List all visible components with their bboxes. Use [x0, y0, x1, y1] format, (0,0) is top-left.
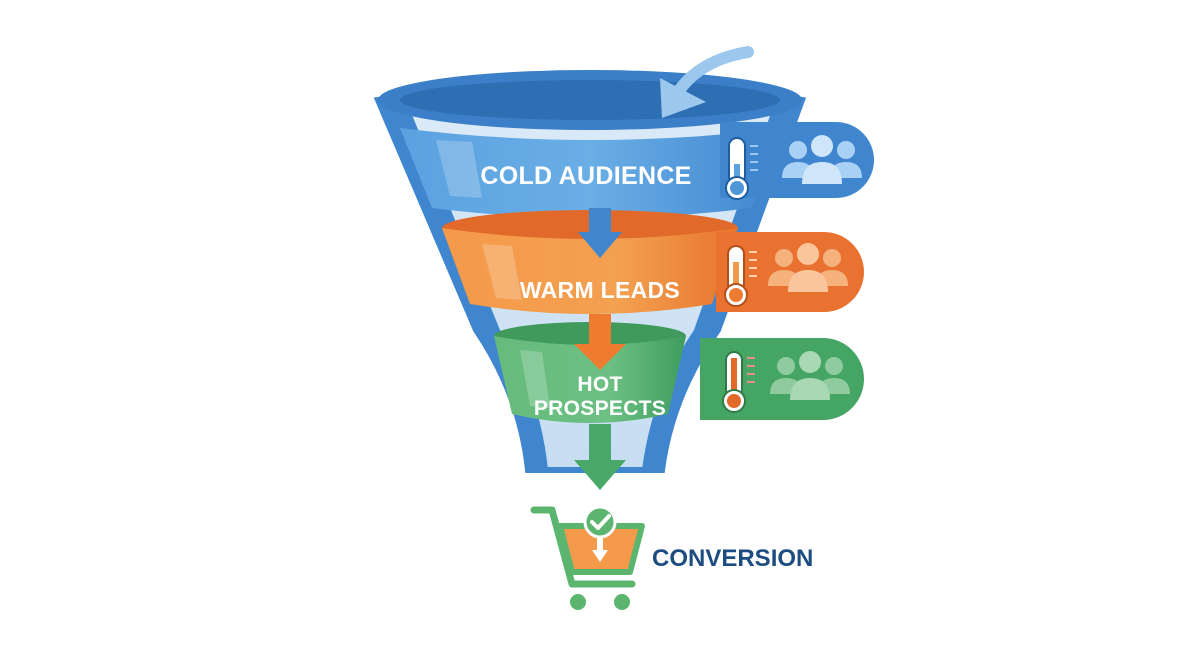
thermometer-warm-icon [724, 245, 757, 307]
shopping-cart-check-icon [530, 505, 645, 610]
flow-arrow-warm-hot [574, 314, 626, 370]
entry-arrow-head [660, 78, 706, 118]
stage-label-hot-line1: HOT [577, 373, 622, 396]
audience-icon-hot [770, 351, 850, 400]
audience-icon-warm [768, 243, 848, 292]
stage-label-warm: WARM LEADS [520, 277, 680, 303]
stage-label-cold: COLD AUDIENCE [480, 162, 691, 190]
audience-icon-cold [782, 135, 862, 184]
stage-band-warm [442, 228, 738, 314]
stage-label-hot-line2: PROSPECTS [534, 397, 666, 420]
cold-highlight [436, 140, 482, 198]
hot-highlight [520, 350, 550, 408]
entry-arrow [672, 46, 754, 98]
stage-band-cold [400, 128, 784, 218]
conversion-label: CONVERSION [652, 545, 813, 572]
thermometer-hot-icon [722, 351, 755, 413]
flow-arrow-hot-conversion [574, 424, 626, 490]
funnel-opening [400, 80, 780, 120]
flow-arrow-cold-warm [578, 208, 622, 258]
stage-band-hot [494, 336, 686, 423]
warm-highlight [482, 244, 522, 300]
thermometer-cold-icon [725, 137, 758, 200]
